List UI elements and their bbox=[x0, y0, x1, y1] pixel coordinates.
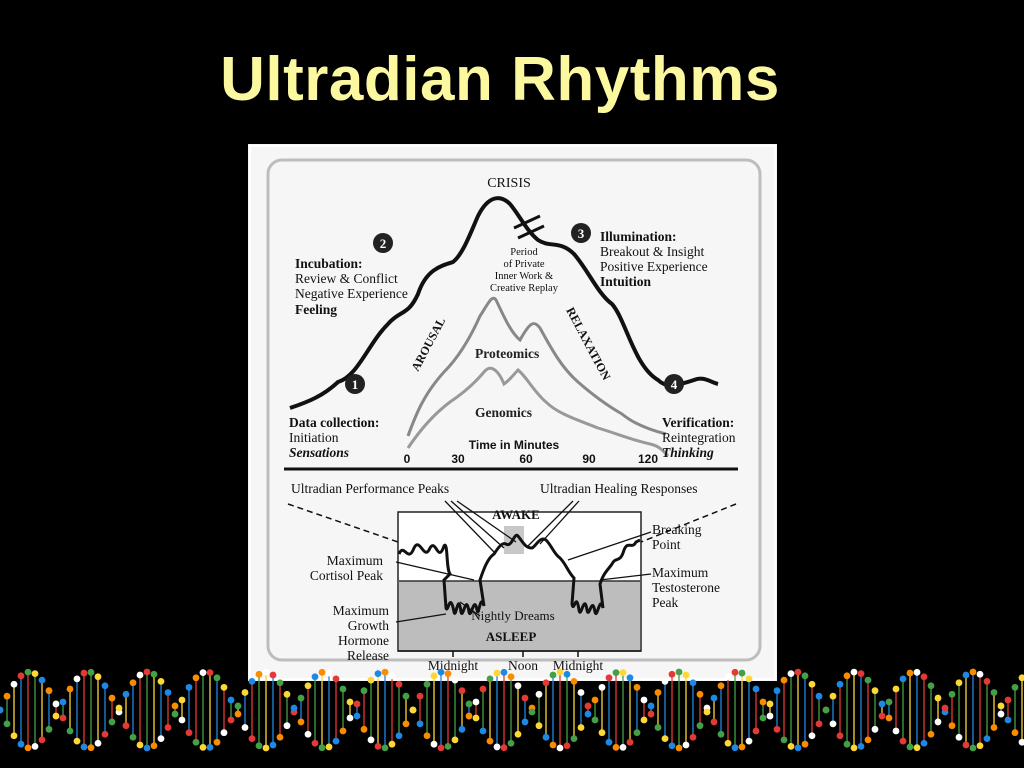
svg-text:Release: Release bbox=[347, 648, 389, 663]
proteomics-label: Proteomics bbox=[475, 346, 539, 361]
time-tick: 30 bbox=[451, 452, 465, 466]
performance-peaks-label: Ultradian Performance Peaks bbox=[291, 481, 449, 496]
svg-text:Cortisol Peak: Cortisol Peak bbox=[310, 568, 383, 583]
dna-helix-decoration bbox=[0, 668, 1024, 752]
svg-text:Maximum: Maximum bbox=[333, 603, 390, 618]
svg-text:Feeling: Feeling bbox=[295, 302, 337, 317]
awake-label: AWAKE bbox=[492, 507, 540, 522]
svg-text:Positive Experience: Positive Experience bbox=[600, 259, 708, 274]
time-axis-ticks: 0 30 60 90 120 bbox=[404, 452, 659, 466]
illumination-text: Illumination: Breakout & Insight Positiv… bbox=[600, 229, 708, 289]
time-tick: 0 bbox=[404, 452, 411, 466]
svg-text:Breaking: Breaking bbox=[652, 522, 702, 537]
svg-text:2: 2 bbox=[380, 236, 387, 251]
data-collection-text: Data collection: Initiation Sensations bbox=[289, 415, 379, 460]
svg-text:Creative Replay: Creative Replay bbox=[490, 283, 559, 294]
svg-text:Negative Experience: Negative Experience bbox=[295, 286, 408, 301]
svg-text:Growth: Growth bbox=[348, 618, 389, 633]
time-axis-label: Time in Minutes bbox=[469, 438, 560, 452]
svg-text:Thinking: Thinking bbox=[662, 445, 714, 460]
svg-text:Peak: Peak bbox=[652, 595, 678, 610]
stage-number-4: 4 bbox=[664, 374, 684, 394]
time-tick: 60 bbox=[519, 452, 533, 466]
genomics-label: Genomics bbox=[475, 405, 532, 420]
arousal-label: AROUSAL bbox=[408, 315, 448, 373]
asleep-label: ASLEEP bbox=[486, 629, 537, 644]
svg-text:3: 3 bbox=[578, 226, 585, 241]
main-rhythm-curve bbox=[289, 196, 719, 410]
svg-text:Reintegration: Reintegration bbox=[662, 430, 736, 445]
svg-text:4: 4 bbox=[671, 377, 678, 392]
svg-text:Maximum: Maximum bbox=[652, 565, 709, 580]
svg-text:Inner Work &: Inner Work & bbox=[495, 271, 553, 282]
svg-text:Period: Period bbox=[510, 247, 538, 258]
svg-text:Illumination:: Illumination: bbox=[600, 229, 677, 244]
svg-text:Intuition: Intuition bbox=[600, 274, 652, 289]
svg-text:1: 1 bbox=[352, 377, 359, 392]
incubation-text: Incubation: Review & Conflict Negative E… bbox=[295, 256, 408, 317]
axis-label: Noon bbox=[508, 658, 538, 673]
svg-text:Sensations: Sensations bbox=[289, 445, 349, 460]
figure-frame bbox=[266, 158, 762, 662]
svg-text:Review & Conflict: Review & Conflict bbox=[295, 271, 398, 286]
figure-svg: 1 2 3 4 CRISIS Period of Private Inner W… bbox=[249, 145, 776, 680]
stage-number-2: 2 bbox=[373, 233, 393, 253]
svg-text:Point: Point bbox=[652, 537, 681, 552]
bottom-diagram: Ultradian Performance Peaks Ultradian He… bbox=[287, 481, 737, 673]
svg-text:of Private: of Private bbox=[503, 259, 544, 270]
svg-text:Hormone: Hormone bbox=[338, 633, 389, 648]
stage-number-1: 1 bbox=[345, 374, 365, 394]
svg-text:Data collection:: Data collection: bbox=[289, 415, 379, 430]
breaking-point-label: Breaking Point bbox=[652, 522, 702, 552]
ultradian-rhythm-figure: 1 2 3 4 CRISIS Period of Private Inner W… bbox=[248, 144, 777, 681]
verification-text: Verification: Reintegration Thinking bbox=[662, 415, 736, 460]
svg-text:Initiation: Initiation bbox=[289, 430, 339, 445]
axis-label: Midnight bbox=[553, 658, 604, 673]
top-diagram: 1 2 3 4 CRISIS Period of Private Inner W… bbox=[289, 176, 736, 466]
time-tick: 90 bbox=[582, 452, 596, 466]
private-work-note: Period of Private Inner Work & Creative … bbox=[490, 247, 559, 294]
svg-text:Maximum: Maximum bbox=[327, 553, 384, 568]
genomics-curve bbox=[406, 366, 670, 458]
svg-text:Breakout & Insight: Breakout & Insight bbox=[600, 244, 704, 259]
relaxation-label: RELAXATION bbox=[563, 305, 613, 383]
nightly-dreams-label: Nightly Dreams bbox=[471, 608, 554, 623]
crisis-label: CRISIS bbox=[487, 176, 531, 191]
slide-title: Ultradian Rhythms bbox=[220, 45, 780, 114]
svg-text:Verification:: Verification: bbox=[662, 415, 734, 430]
svg-text:Testosterone: Testosterone bbox=[652, 580, 720, 595]
healing-responses-label: Ultradian Healing Responses bbox=[540, 481, 697, 496]
proteomics-curve bbox=[406, 296, 667, 437]
time-tick: 120 bbox=[638, 452, 658, 466]
svg-text:Incubation:: Incubation: bbox=[295, 256, 363, 271]
testosterone-label: Maximum Testosterone Peak bbox=[652, 565, 720, 610]
stage-number-3: 3 bbox=[571, 223, 591, 243]
growth-hormone-label: Maximum Growth Hormone Release bbox=[333, 603, 390, 663]
cortisol-label: Maximum Cortisol Peak bbox=[310, 553, 384, 583]
